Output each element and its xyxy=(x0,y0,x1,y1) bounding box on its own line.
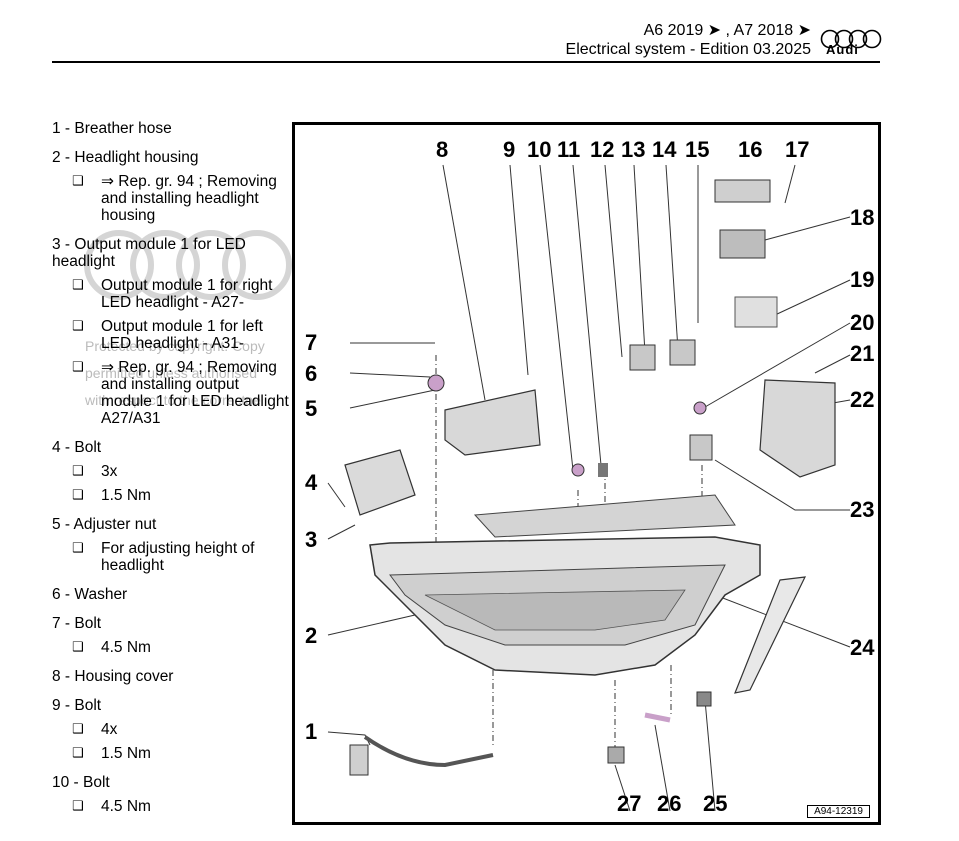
legend-item: 3 - Output module 1 for LED headlight ❑ Ou… xyxy=(52,236,292,427)
legend-item-title: 8 - Housing cover xyxy=(52,668,174,685)
legend-item-title: 10 - Bolt xyxy=(52,774,110,791)
document-edition: Electrical system - Edition 03.2025 xyxy=(565,41,811,58)
watermark-line: Protected by copyright. Copy xyxy=(85,338,265,354)
legend-item: 7 - Bolt ❑ 4.5 Nm xyxy=(52,615,292,656)
legend-subitem: ❑ 4x xyxy=(52,721,292,738)
callout-27: 27 xyxy=(617,791,642,816)
legend-item: 8 - Housing cover xyxy=(52,668,292,685)
legend-subitem-text: 4x xyxy=(101,721,118,738)
checkbox-bullet-icon: ❑ xyxy=(72,319,84,334)
checkbox-bullet-icon: ❑ xyxy=(72,799,84,814)
checkbox-bullet-icon: ❑ xyxy=(72,722,84,737)
callout-18: 18 xyxy=(850,205,875,230)
legend-subitem-text: ⇒ Rep. gr. 94 ; Removing and installing … xyxy=(101,173,277,224)
checkbox-bullet-icon: ❑ xyxy=(72,488,84,503)
legend-item-title: 5 - Adjuster nut xyxy=(52,516,157,533)
watermark-rings xyxy=(84,230,292,300)
callout-1: 1 xyxy=(305,719,318,744)
legend-subitem-text: 1.5 Nm xyxy=(101,745,151,762)
legend-item: 6 - Washer xyxy=(52,586,292,603)
legend-subitem-text: 4.5 Nm xyxy=(101,639,151,656)
output-module-shape xyxy=(344,449,416,516)
legend-item: 10 - Bolt ❑ 4.5 Nm xyxy=(52,774,292,815)
checkbox-bullet-icon: ❑ xyxy=(72,541,84,556)
callout-24: 24 xyxy=(850,635,875,660)
legend-item: 9 - Bolt ❑ 4x ❑ 1.5 Nm xyxy=(52,697,292,762)
callout-3: 3 xyxy=(305,527,318,552)
watermark-line: permitted unless authorised xyxy=(85,365,257,381)
legend-subitem-text: 3x xyxy=(101,463,118,480)
housing-cover-shape xyxy=(444,389,541,456)
callout-7: 7 xyxy=(305,330,318,355)
callout-22: 22 xyxy=(850,387,875,412)
callout-16: 16 xyxy=(738,137,763,162)
legend-subitem: ❑ Output module 1 for right LED headlight… xyxy=(52,277,292,311)
legend-subitem: ❑ For adjusting height of headlight xyxy=(52,540,292,574)
callout-19: 19 xyxy=(850,267,875,292)
legend-item-title: 9 - Bolt xyxy=(52,697,102,714)
legend-item-title: 7 - Bolt xyxy=(52,615,102,632)
callout-8: 8 xyxy=(436,137,449,162)
legend-subitem: ❑ ⇒ Rep. gr. 94 ; Removing and installing… xyxy=(52,173,292,224)
callout-9: 9 xyxy=(503,137,516,162)
audi-wordmark: Audi xyxy=(826,42,859,57)
callout-2: 2 xyxy=(305,623,318,648)
callout-12: 12 xyxy=(590,137,615,162)
callout-25: 25 xyxy=(703,791,728,816)
callout-5: 5 xyxy=(305,396,318,421)
parts-legend: 1 - Breather hose 2 - Headlight housing ❑ ⇒… xyxy=(52,120,292,827)
callout-26: 26 xyxy=(657,791,682,816)
callout-4: 4 xyxy=(305,470,318,495)
callout-14: 14 xyxy=(652,137,677,162)
header-divider xyxy=(52,61,880,63)
legend-subitem: ❑ 4.5 Nm xyxy=(52,798,292,815)
legend-item-title: 3 - Output module 1 for LED headlight xyxy=(52,236,246,270)
legend-subitem: ❑ 1.5 Nm xyxy=(52,487,292,504)
legend-subitem: ❑ ⇒ Rep. gr. 94 ; Removing and installing… xyxy=(52,359,292,427)
legend-subitem-text: 1.5 Nm xyxy=(101,487,151,504)
legend-subitem: ❑ 1.5 Nm xyxy=(52,745,292,762)
document-model-title: A6 2019 ➤ , A7 2018 ➤ xyxy=(643,22,811,39)
callout-10: 10 xyxy=(527,137,552,162)
checkbox-bullet-icon: ❑ xyxy=(72,278,84,293)
callout-13: 13 xyxy=(621,137,646,162)
legend-item: 5 - Adjuster nut ❑ For adjusting height of… xyxy=(52,516,292,574)
checkbox-bullet-icon: ❑ xyxy=(72,360,84,375)
legend-item-title: 2 - Headlight housing xyxy=(52,149,199,166)
checkbox-bullet-icon: ❑ xyxy=(72,174,84,189)
exploded-view-figure: 8 9 10 11 12 13 14 15 16 17 18 19 20 21 … xyxy=(292,122,881,825)
legend-item: 1 - Breather hose xyxy=(52,120,292,137)
checkbox-bullet-icon: ❑ xyxy=(72,746,84,761)
legend-item-title: 4 - Bolt xyxy=(52,439,102,456)
headlight-exploded-drawing xyxy=(327,164,851,812)
audi-rings-logo xyxy=(820,29,882,49)
legend-subitem: ❑ 3x xyxy=(52,463,292,480)
legend-subitem-text: 4.5 Nm xyxy=(101,798,151,815)
legend-subitem-text: Output module 1 for right LED headlight … xyxy=(101,277,273,311)
legend-item-title: 6 - Washer xyxy=(52,586,128,603)
legend-subitem-text: For adjusting height of headlight xyxy=(101,540,255,574)
callout-6: 6 xyxy=(305,361,318,386)
callout-21: 21 xyxy=(850,341,875,366)
callout-15: 15 xyxy=(685,137,710,162)
legend-subitem: ❑ Output module 1 for left LED headlight … xyxy=(52,318,292,352)
checkbox-bullet-icon: ❑ xyxy=(72,640,84,655)
callout-11: 11 xyxy=(557,137,581,162)
callout-23: 23 xyxy=(850,497,875,522)
legend-item: 2 - Headlight housing ❑ ⇒ Rep. gr. 94 ; Re… xyxy=(52,149,292,224)
callout-20: 20 xyxy=(850,310,875,335)
legend-item: 4 - Bolt ❑ 3x ❑ 1.5 Nm xyxy=(52,439,292,504)
callout-17: 17 xyxy=(785,137,810,162)
legend-subitem-text: Output module 1 for left LED headlight -… xyxy=(101,318,263,352)
legend-item-title: 1 - Breather hose xyxy=(52,120,172,137)
figure-code: A94-12319 xyxy=(807,805,870,818)
legend-subitem-text: ⇒ Rep. gr. 94 ; Removing and installing … xyxy=(101,359,289,427)
checkbox-bullet-icon: ❑ xyxy=(72,464,84,479)
watermark-line: with respect to the correctne xyxy=(85,392,261,408)
legend-subitem: ❑ 4.5 Nm xyxy=(52,639,292,656)
